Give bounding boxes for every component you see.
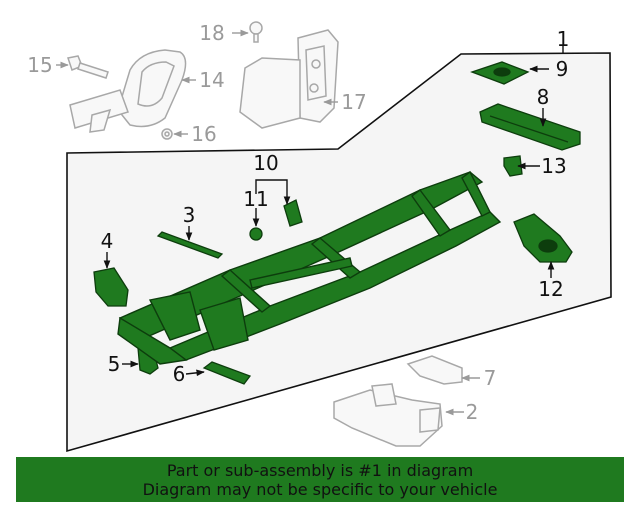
disclaimer-banner: Part or sub-assembly is #1 in diagram Di… (16, 457, 624, 502)
frame-assembly[interactable] (117, 170, 502, 365)
callout-5: 5 (108, 352, 121, 376)
part-3-rod[interactable] (156, 231, 224, 259)
callout-12: 12 (538, 277, 563, 301)
callout-3: 3 (183, 203, 196, 227)
part-10-bracket[interactable] (283, 199, 303, 227)
callout-1: 1 (557, 27, 570, 51)
callout-7: 7 (484, 366, 497, 390)
leader-lines (56, 29, 564, 416)
part-4-bracket[interactable] (93, 267, 129, 307)
callout-11: 11 (243, 187, 268, 211)
callout-15: 15 (27, 53, 52, 77)
callout-18: 18 (199, 21, 224, 45)
callout-4: 4 (101, 229, 114, 253)
part-11-nut[interactable] (249, 227, 263, 241)
part-17-mount[interactable] (239, 29, 339, 129)
callout-9: 9 (556, 57, 569, 81)
part-12-bracket[interactable] (513, 213, 573, 263)
part-14-bracket[interactable] (69, 49, 187, 133)
callout-2: 2 (466, 400, 479, 424)
disclaimer-line-2: Diagram may not be specific to your vehi… (142, 479, 498, 499)
callout-16: 16 (191, 122, 216, 146)
callout-14: 14 (199, 68, 224, 92)
part-15-bolt[interactable] (67, 55, 109, 79)
callout-8: 8 (537, 85, 550, 109)
disclaimer-line-1: Part or sub-assembly is #1 in diagram (166, 460, 474, 480)
part-8-rail[interactable] (479, 103, 581, 151)
callout-13: 13 (541, 154, 566, 178)
part-7-pad[interactable] (406, 355, 463, 385)
part-13-bracket[interactable] (503, 155, 523, 177)
callout-6: 6 (173, 362, 186, 386)
part-2-crossmember[interactable] (333, 383, 443, 447)
part-6-bar[interactable] (202, 361, 252, 385)
part-16-nut[interactable] (161, 128, 173, 140)
callout-10: 10 (253, 151, 278, 175)
callout-17: 17 (341, 90, 366, 114)
part-9-plate[interactable] (470, 61, 530, 85)
part-18-fastener[interactable] (249, 21, 263, 43)
